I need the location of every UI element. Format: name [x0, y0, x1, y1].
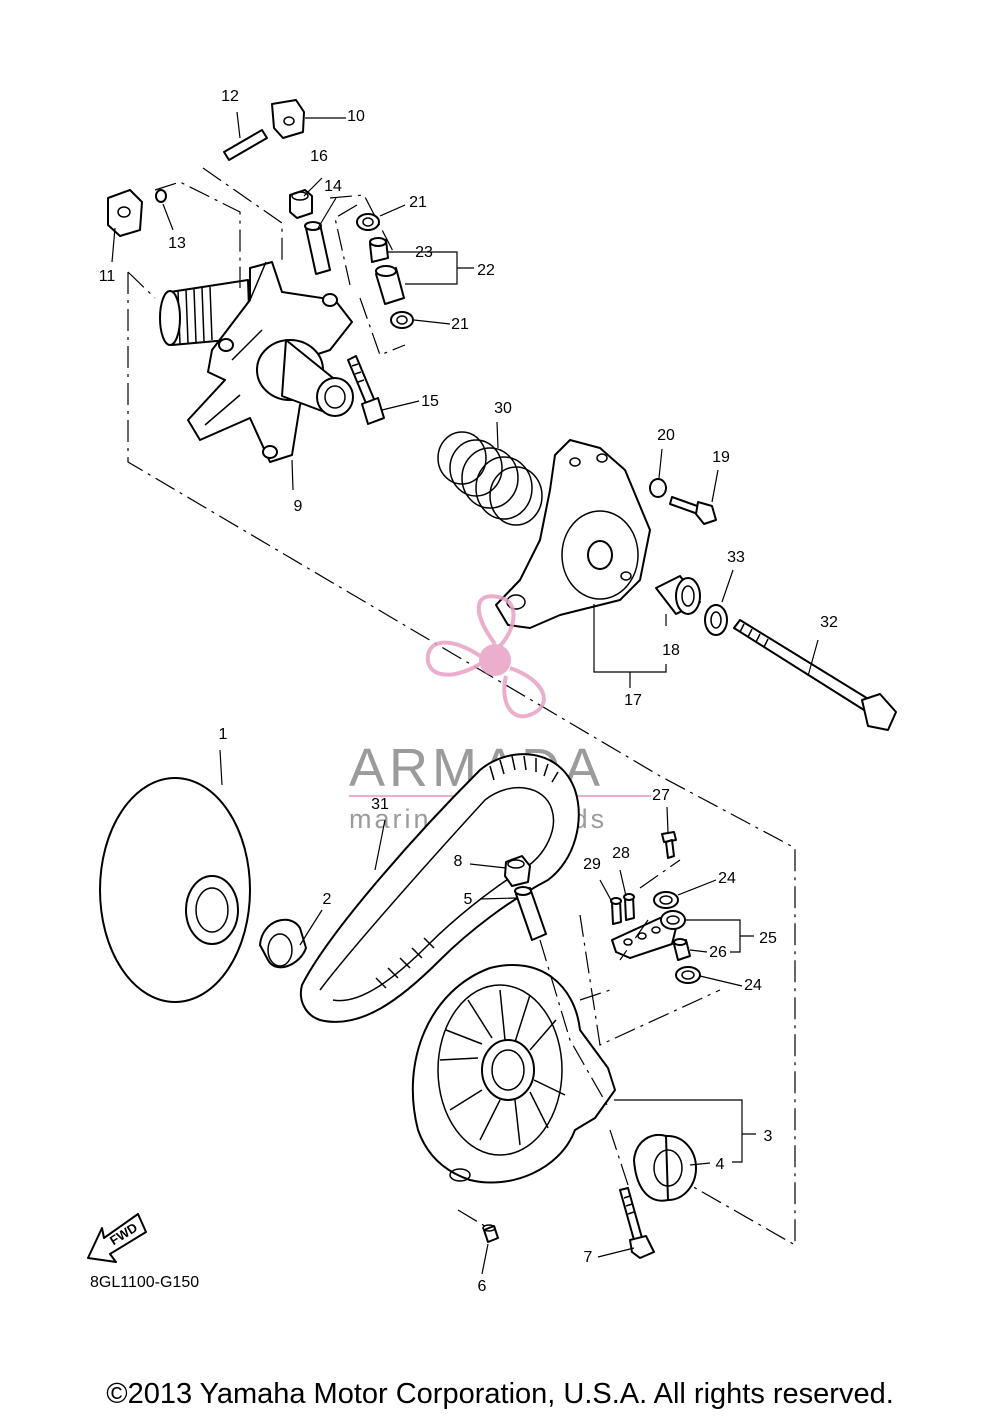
- fwd-arrow-icon: FWD: [87, 1213, 147, 1263]
- bolt-27: [661, 831, 677, 859]
- belt-31: [300, 753, 580, 1023]
- bolt-19: [669, 496, 717, 525]
- callout-2: 2: [323, 891, 332, 908]
- callout-labels: 1234567891011121314151617181920212122232…: [99, 88, 838, 1295]
- cap-6: [482, 1224, 499, 1243]
- callout-4: 4: [716, 1156, 725, 1173]
- roller-25: [660, 910, 686, 930]
- bolt-7: [619, 1187, 655, 1259]
- pin-12: [223, 129, 268, 161]
- callout-9: 9: [294, 498, 303, 515]
- callout-29: 29: [583, 856, 601, 873]
- callout-21b: 21: [451, 316, 469, 333]
- bearing-4: [633, 1134, 697, 1202]
- fixed-sheave-1: [99, 777, 251, 1003]
- callout-23: 23: [415, 244, 433, 261]
- part-code: 8GL1100-G150: [90, 1274, 199, 1291]
- roller-22: [375, 265, 405, 305]
- collar-14: [304, 221, 331, 275]
- bracket-plate: [611, 917, 677, 959]
- screw-29: [610, 897, 622, 925]
- washer-24-lower: [675, 966, 701, 984]
- callout-3: 3: [764, 1128, 773, 1145]
- callout-18: 18: [662, 642, 680, 659]
- callout-25: 25: [759, 930, 777, 947]
- callout-17: 17: [624, 692, 642, 709]
- movable-sheave-3: [411, 963, 616, 1184]
- callout-24b: 24: [744, 977, 762, 994]
- callout-5: 5: [464, 891, 473, 908]
- callout-19: 19: [712, 449, 730, 466]
- callout-20: 20: [657, 427, 675, 444]
- spring-30: [437, 431, 543, 526]
- assembly-boundary: [127, 271, 796, 1247]
- callout-11: 11: [99, 268, 116, 285]
- bolt-15: [347, 355, 385, 425]
- collar-2: [259, 918, 307, 969]
- callout-15: 15: [421, 393, 439, 410]
- nut-8: [504, 855, 531, 887]
- callout-33: 33: [727, 549, 745, 566]
- callout-10: 10: [347, 108, 365, 125]
- callout-14: 14: [324, 178, 342, 195]
- callout-22: 22: [477, 262, 495, 279]
- nut-16: [289, 189, 313, 219]
- callout-8: 8: [454, 853, 463, 870]
- screw-28: [623, 893, 635, 921]
- callout-7: 7: [584, 1249, 593, 1266]
- callout-32: 32: [820, 614, 838, 631]
- callout-6: 6: [478, 1278, 487, 1295]
- callout-16: 16: [310, 148, 328, 165]
- callout-1: 1: [219, 726, 228, 743]
- slider-10: [271, 99, 305, 139]
- guide-lines-top: [154, 167, 406, 356]
- washer-21-upper: [356, 213, 380, 231]
- washer-33: [704, 604, 728, 636]
- callout-12: 12: [221, 88, 239, 105]
- callout-30: 30: [494, 400, 512, 417]
- washer-20: [649, 478, 667, 498]
- washer-21-lower: [390, 311, 414, 329]
- callout-21a: 21: [409, 194, 427, 211]
- bushing-18: [655, 575, 701, 615]
- callout-24a: 24: [718, 870, 736, 887]
- cover-17: [495, 439, 651, 629]
- spider-sheave-9: [159, 261, 354, 463]
- collar-26: [673, 938, 691, 961]
- callout-31: 31: [371, 796, 389, 813]
- copyright-notice: ©2013 Yamaha Motor Corporation, U.S.A. A…: [106, 1378, 894, 1410]
- o-ring-13: [155, 189, 167, 203]
- callout-26: 26: [709, 944, 727, 961]
- slider-11: [107, 189, 143, 237]
- callout-13: 13: [168, 235, 186, 252]
- leader-lines: [111, 111, 819, 1275]
- washer-24-upper: [653, 891, 679, 909]
- collar-5: [514, 886, 547, 941]
- propeller-logo-icon: [425, 594, 546, 719]
- callout-28: 28: [612, 845, 630, 862]
- bolt-32: [733, 619, 897, 731]
- guide-lines-bottom: [457, 859, 721, 1229]
- collar-23: [369, 237, 389, 263]
- callout-27: 27: [652, 787, 670, 804]
